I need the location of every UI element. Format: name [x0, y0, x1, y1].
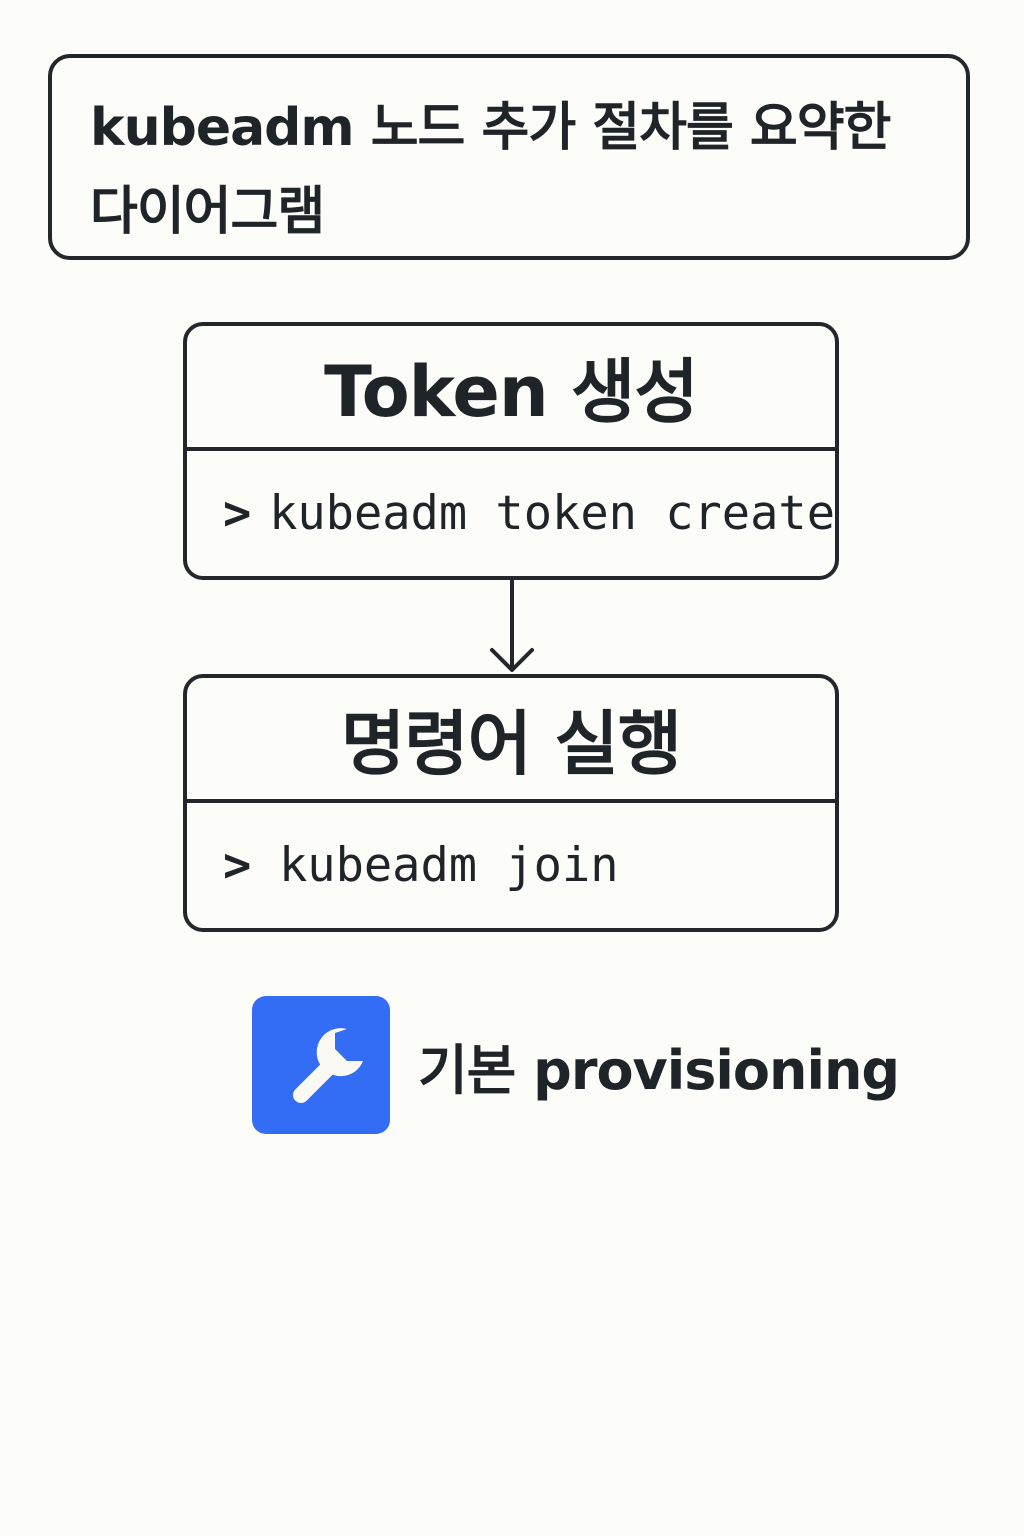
step-token-create: Token 생성 > kubeadm token create	[183, 322, 839, 580]
step-header: 명령어 실행	[187, 678, 835, 803]
command-text: kubeadm join	[279, 838, 619, 893]
step-run-command: 명령어 실행 > kubeadm join	[183, 674, 839, 932]
diagram-title-box: kubeadm 노드 추가 절차를 요약한 다이어그램	[48, 54, 970, 260]
flow-arrow	[490, 578, 534, 672]
wrench-icon	[252, 996, 390, 1134]
step-header: Token 생성	[187, 326, 835, 451]
legend-label: 기본 provisioning	[418, 1038, 900, 1102]
prompt-chevron-icon: >	[223, 838, 252, 893]
command-text: kubeadm token create	[269, 486, 835, 541]
arrow-head-icon	[490, 648, 534, 672]
diagram-title: kubeadm 노드 추가 절차를 요약한 다이어그램	[90, 98, 891, 242]
command-line: > kubeadm join	[187, 803, 835, 928]
prompt-chevron-icon: >	[223, 486, 252, 541]
legend: 기본 provisioning	[252, 996, 900, 1134]
command-line: > kubeadm token create	[187, 451, 835, 576]
